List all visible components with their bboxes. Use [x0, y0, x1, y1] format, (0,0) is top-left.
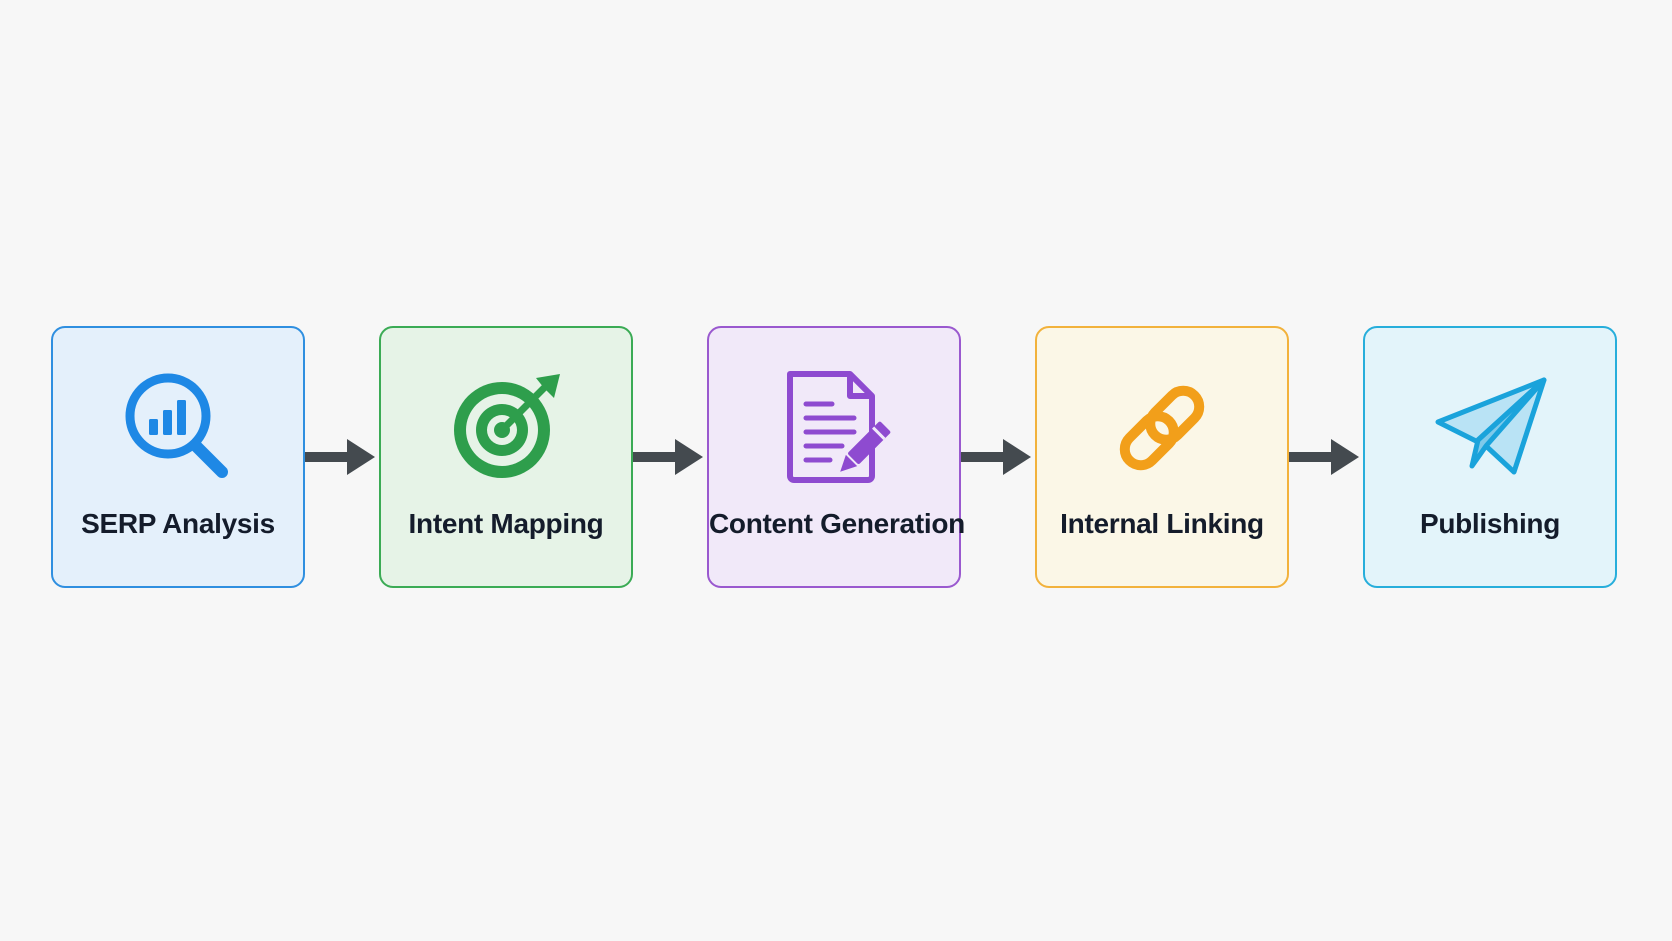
process-flow: SERP Analysis Intent Mappi — [51, 326, 1617, 588]
step-label: Intent Mapping — [408, 508, 604, 539]
step-serp-analysis: SERP Analysis — [51, 326, 305, 588]
step-internal-linking: Internal Linking — [1035, 326, 1289, 588]
flow-arrow — [1289, 437, 1363, 477]
flow-arrow — [633, 437, 707, 477]
step-label: Content Generation — [709, 508, 965, 539]
step-publishing: Publishing — [1363, 326, 1617, 588]
flow-arrow — [305, 437, 379, 477]
step-label: Publishing — [1419, 508, 1561, 539]
step-content-generation: Content Generation — [707, 326, 965, 588]
step-label: SERP Analysis — [81, 508, 275, 539]
step-label: Internal Linking — [1060, 508, 1264, 539]
document-pencil-icon — [772, 366, 896, 490]
target-arrow-icon — [444, 366, 568, 490]
magnifier-chart-icon — [116, 366, 240, 490]
flow-arrow — [961, 437, 1035, 477]
step-intent-mapping: Intent Mapping — [379, 326, 633, 588]
chain-link-icon — [1100, 366, 1224, 490]
paper-plane-icon — [1428, 366, 1552, 490]
